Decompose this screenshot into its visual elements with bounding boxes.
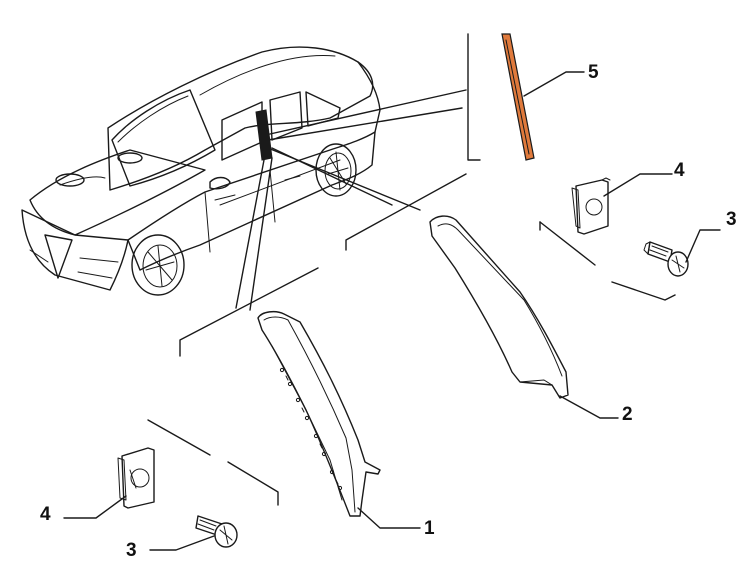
part-4-clip-top <box>571 177 611 235</box>
callout-leaders <box>63 71 721 551</box>
callout-1: 1 <box>424 518 435 539</box>
callout-2: 2 <box>622 404 633 425</box>
part-3-screw-bottom <box>195 515 238 548</box>
leader-lines <box>235 89 467 311</box>
callout-3-bottom: 3 <box>126 540 137 561</box>
part-3-screw-top <box>643 241 689 277</box>
part-1-center-pillar-trim <box>257 310 381 517</box>
bracket-lines <box>147 33 676 506</box>
callout-4-top: 4 <box>674 160 685 181</box>
part-2-rear-pillar-trim <box>429 215 569 399</box>
callout-5: 5 <box>588 62 599 83</box>
car-illustration <box>21 46 381 296</box>
callout-4-bottom: 4 <box>40 504 51 525</box>
part-4-clip-bottom <box>117 447 155 509</box>
callout-3-top: 3 <box>726 209 737 230</box>
part-1-clip-holes <box>279 367 343 491</box>
callout-numbers: 5 4 3 2 4 3 1 <box>40 62 737 561</box>
part-5-seal-strip <box>501 33 535 161</box>
